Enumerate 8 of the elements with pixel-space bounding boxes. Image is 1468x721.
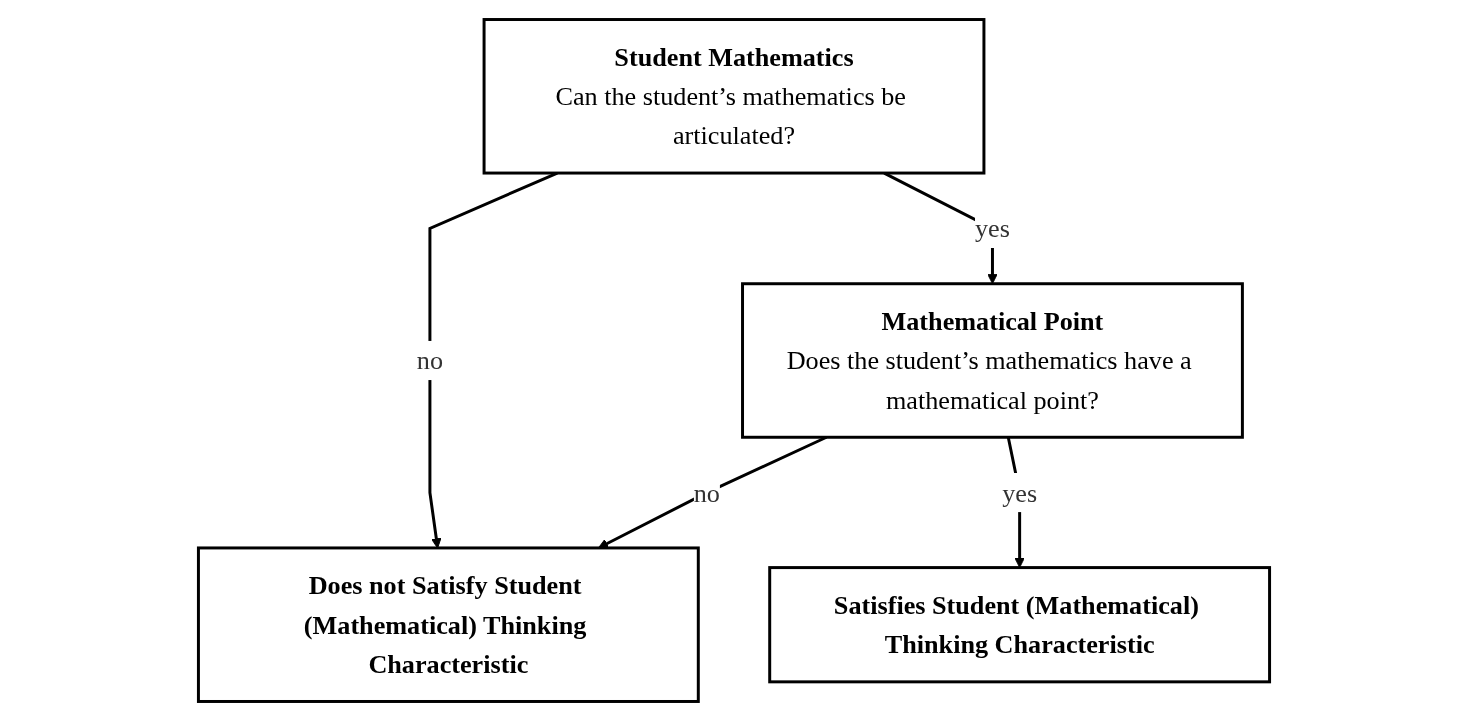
node-box: Student Mathematics Can the student’s mathematics be articulated? <box>482 18 986 175</box>
edge-label: no <box>416 345 444 376</box>
node-box: Satisfies Student (Mathematical) Thinking Characteristic <box>768 566 1272 684</box>
edge-label: no <box>693 477 720 508</box>
edge-label: yes <box>975 213 1010 244</box>
node-box: Does not Satisfy Student (Mathematical) Thinking Characteristic <box>196 546 700 703</box>
edge-label: yes <box>1002 477 1038 508</box>
node-box: Mathematical Point Does the student’s mathematics have a mathematical point? <box>741 282 1244 439</box>
